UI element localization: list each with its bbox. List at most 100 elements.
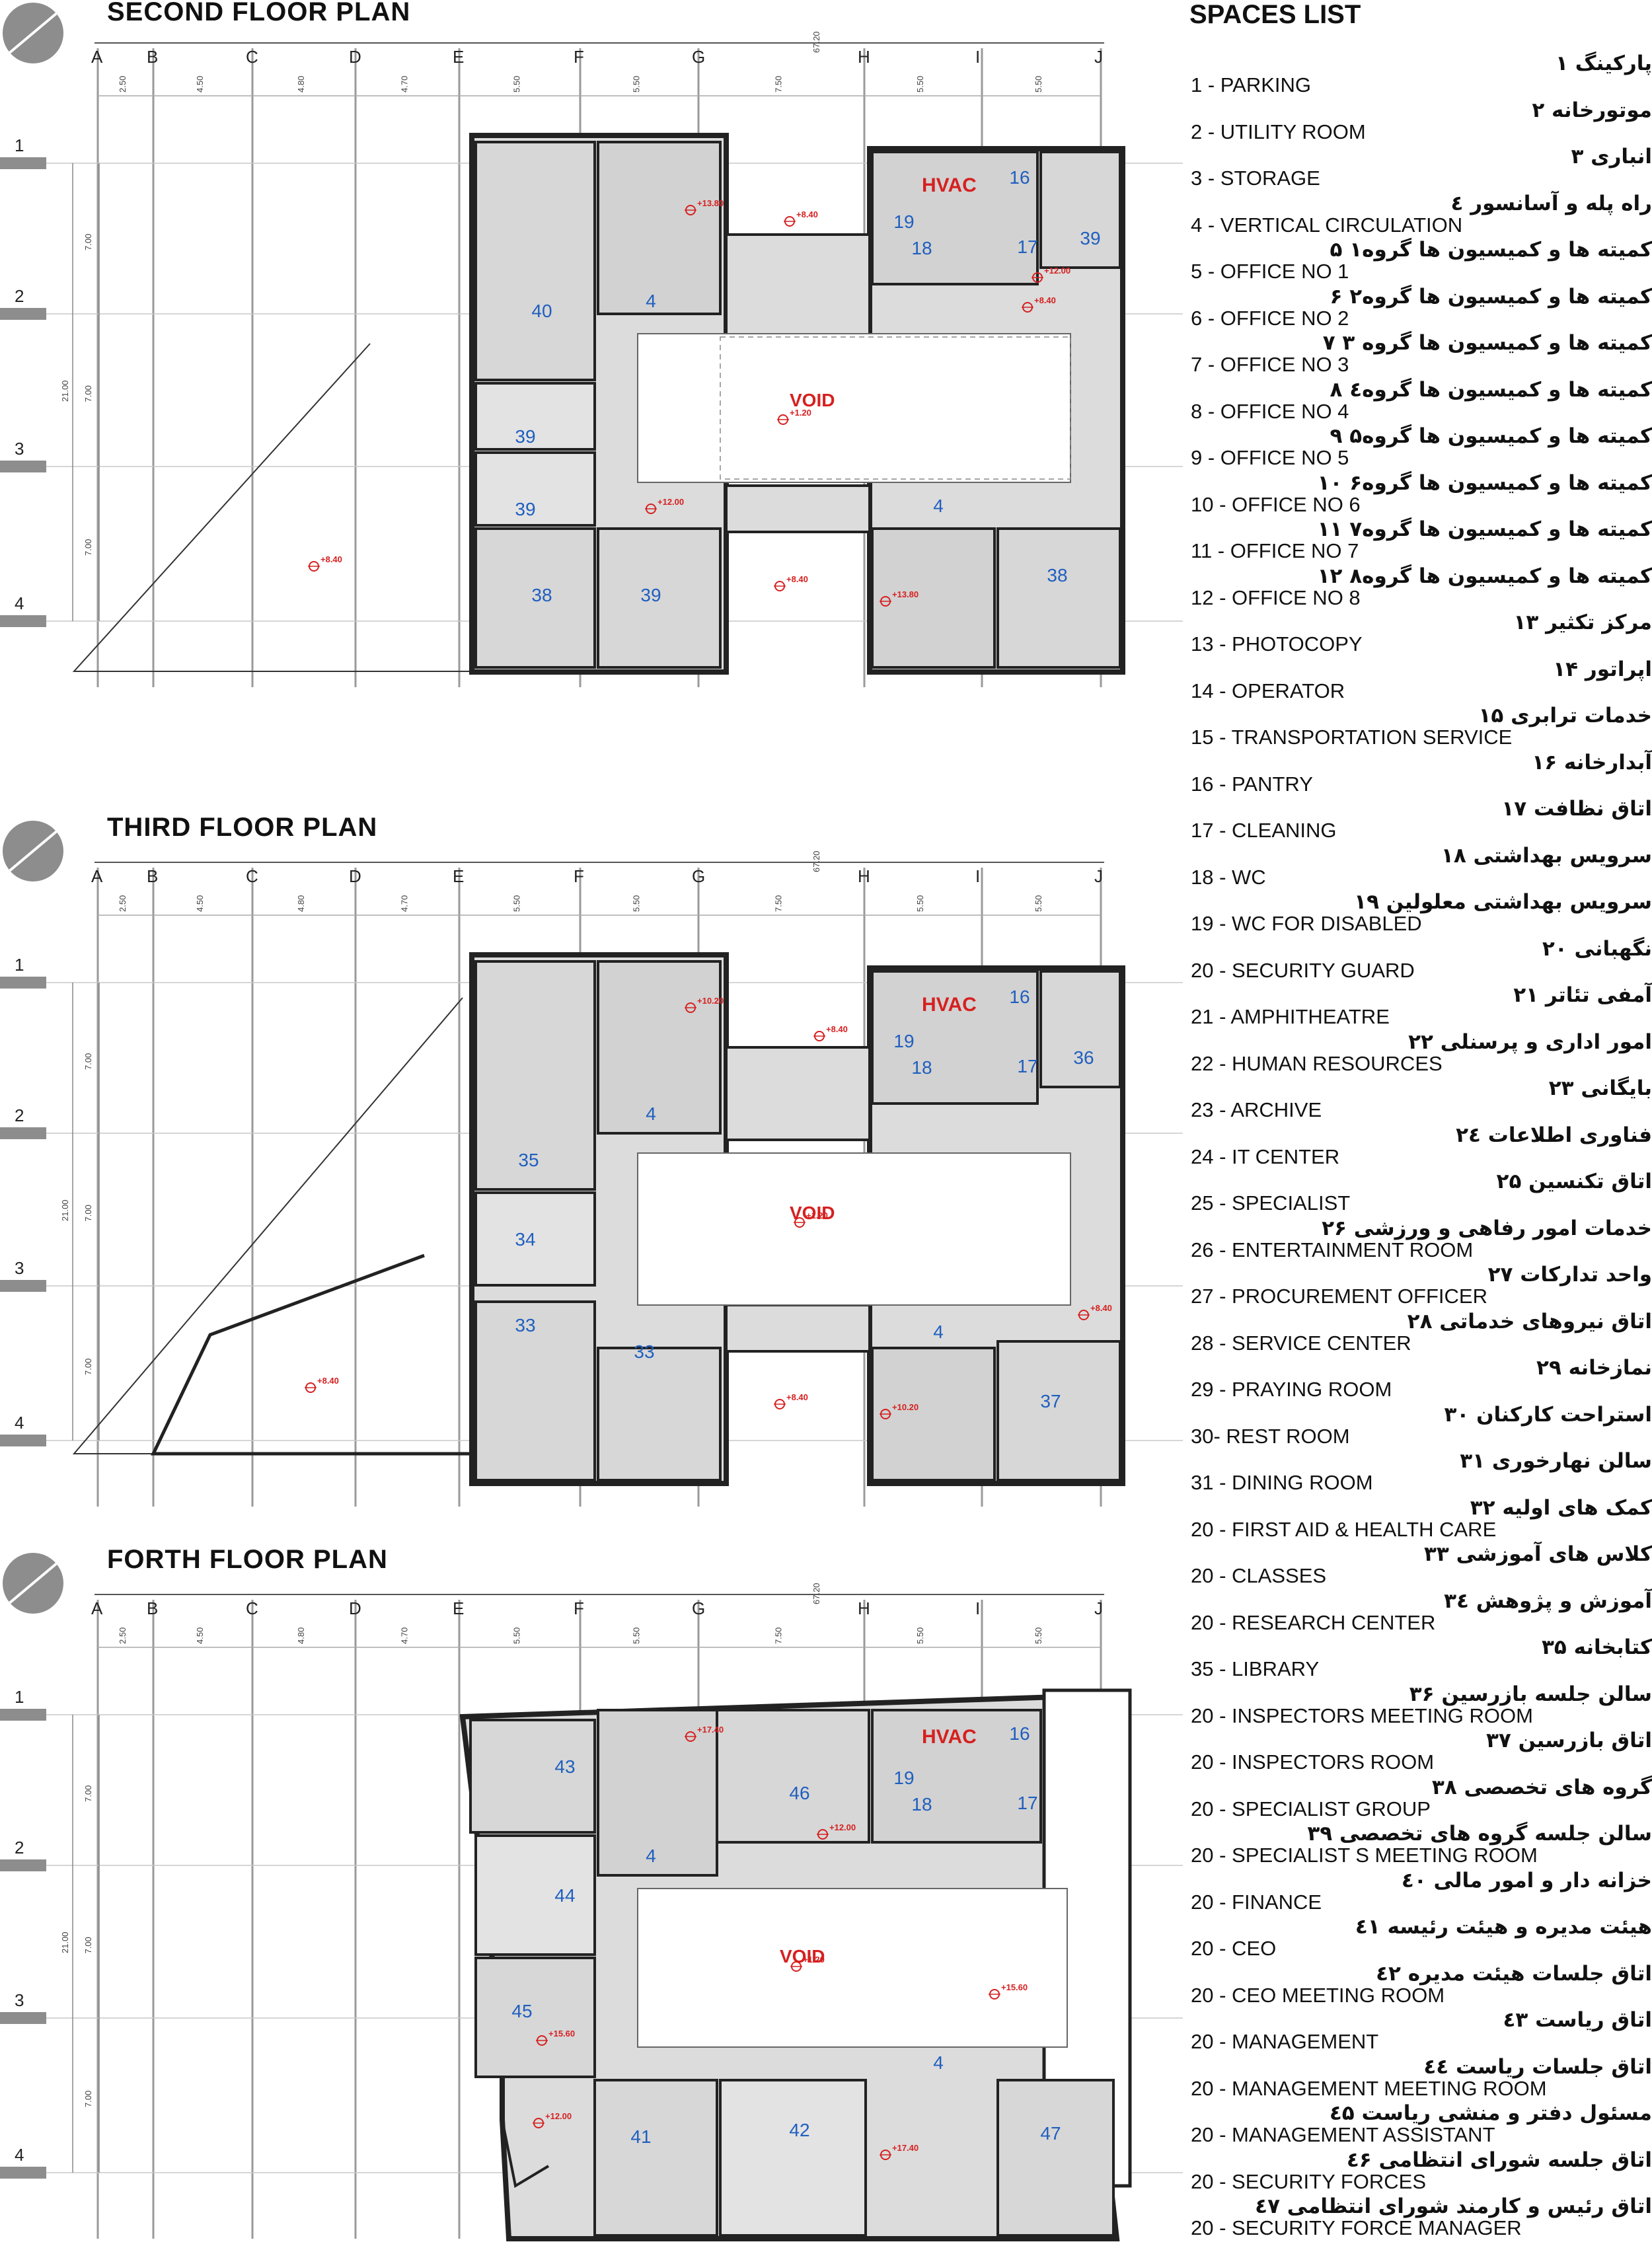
- space-item-en: 20 - SPECIALIST GROUP: [1191, 1797, 1431, 1820]
- space-item-fa: پارکینگ ۱: [1556, 52, 1652, 75]
- level-label: +13.80: [892, 589, 919, 599]
- grid-column-label: F: [574, 47, 584, 67]
- grid-row-label: 4: [15, 2145, 24, 2165]
- room-number: 19: [893, 1768, 914, 1788]
- space-item-fa: اتاق جلسه شورای انتظامی ٤۶: [1346, 2148, 1652, 2172]
- level-label: +8.40: [786, 1392, 808, 1402]
- room-number: 36: [1073, 1047, 1094, 1068]
- grid-row-marker: [0, 977, 46, 989]
- level-label: +17.40: [892, 2143, 919, 2153]
- space-item-en: 20 - CEO: [1191, 1937, 1277, 1960]
- space-item-en: 27 - PROCUREMENT OFFICER: [1191, 1285, 1487, 1308]
- space-item-fa: کمیته ها و کمیسیون ها گروه۱ ۵: [1330, 238, 1652, 262]
- space-item-fa: مسئول دفتر و منشی ریاست ٤۵: [1329, 2101, 1652, 2125]
- grid-column-label: C: [246, 1598, 258, 1618]
- grid-column-label: I: [975, 47, 980, 67]
- column-dimension: 7.50: [774, 76, 784, 93]
- space-item-fa: اتاق تکنسین ۲۵: [1496, 1170, 1652, 1193]
- level-label: +8.40: [1034, 295, 1056, 305]
- room-number: 33: [634, 1341, 654, 1362]
- level-label: +1.20: [790, 408, 811, 418]
- column-dimension: 4.70: [400, 1628, 410, 1644]
- partitions: [474, 960, 1121, 1481]
- space-item-en: 8 - OFFICE NO 4: [1191, 399, 1349, 423]
- total-height-dimension: 21.00: [60, 380, 70, 402]
- room-number: 44: [554, 1885, 575, 1906]
- room-number: 18: [911, 1794, 932, 1815]
- room-number: 4: [646, 1846, 656, 1866]
- space-item-en: 7 - OFFICE NO 3: [1191, 353, 1349, 376]
- room-number: 39: [640, 585, 661, 605]
- void-area: [637, 333, 1071, 483]
- space-item-fa: کمیته ها و کمیسیون ها گروه٤ ۸: [1330, 377, 1652, 402]
- room-number: 41: [630, 2126, 651, 2147]
- grid-row-label: 3: [15, 439, 24, 459]
- grid-column-label: D: [349, 47, 361, 67]
- space-item-en: 15 - TRANSPORTATION SERVICE: [1191, 726, 1513, 749]
- grid-column-label: D: [349, 1598, 361, 1618]
- column-dimension: 2.50: [118, 895, 128, 912]
- level-label: +1.20: [806, 1211, 828, 1220]
- space-item-en: 22 - HUMAN RESOURCES: [1191, 1051, 1443, 1075]
- room-number: 43: [554, 1756, 575, 1777]
- space-item-fa: اتاق بازرسین ۳۷: [1485, 1729, 1652, 1752]
- space-item-en: 20 - MANAGEMENT ASSISTANT: [1191, 2123, 1495, 2146]
- space-item-en: 20 - SECURITY GUARD: [1191, 958, 1415, 982]
- column-dimension: 5.50: [632, 895, 642, 912]
- column-dimension: 5.50: [632, 76, 642, 93]
- space-item-en: 20 - INSPECTORS MEETING ROOM: [1191, 1703, 1533, 1727]
- column-dimension: 5.50: [915, 1628, 925, 1644]
- room-number: 4: [933, 2052, 944, 2073]
- space-item-fa: کمیته ها و کمیسیون ها گروه۸ ۱۲: [1317, 564, 1652, 588]
- level-label: +12.00: [829, 1822, 856, 1832]
- space-item-fa: اتاق جلسات ریاست ٤٤: [1423, 2054, 1652, 2079]
- space-item-fa: اپراتور ۱۴: [1553, 657, 1652, 681]
- level-label: +15.60: [1001, 1982, 1028, 1992]
- space-item-en: 5 - OFFICE NO 1: [1191, 260, 1349, 283]
- column-dimension: 5.50: [1033, 1628, 1043, 1644]
- space-item-fa: اتاق رئیس و کارمند شورای انتظامی ٤۷: [1255, 2194, 1652, 2218]
- void-label: VOID: [790, 1203, 835, 1223]
- column-dimension: 5.50: [915, 76, 925, 93]
- space-item-fa: سالن جلسه گروه های تخصصی ۳۹: [1307, 1822, 1652, 1846]
- grid-column-label: G: [692, 1598, 705, 1618]
- space-item-en: 18 - WC: [1191, 865, 1266, 889]
- space-item-fa: انباری ۳: [1571, 145, 1652, 168]
- space-item-en: 20 - RESEARCH CENTER: [1191, 1610, 1436, 1634]
- space-item-en: 20 - SECURITY FORCE MANAGER: [1191, 2216, 1522, 2239]
- room-number: 4: [646, 1104, 656, 1124]
- space-item-fa: بایگانی ۲۳: [1548, 1076, 1652, 1100]
- grid-column-label: A: [91, 866, 103, 886]
- column-dimension: 4.80: [296, 1628, 306, 1644]
- level-label: +10.20: [697, 996, 724, 1006]
- grid-column-label: F: [574, 1598, 584, 1618]
- grid-row-label: 2: [15, 1105, 24, 1125]
- space-item-en: 11 - OFFICE NO 7: [1191, 539, 1359, 562]
- grid-column-label: B: [147, 1598, 158, 1618]
- space-item-en: 23 - ARCHIVE: [1191, 1098, 1322, 1121]
- grid-row-marker: [0, 1127, 46, 1139]
- grid-row-label: 4: [15, 593, 24, 613]
- grid-column-label: J: [1094, 47, 1103, 67]
- room-number: 18: [911, 238, 932, 258]
- space-item-en: 20 - SECURITY FORCES: [1191, 2169, 1427, 2193]
- grid-row-marker: [0, 615, 46, 627]
- space-item-en: 29 - PRAYING ROOM: [1191, 1378, 1392, 1401]
- grid-column-label: G: [692, 47, 705, 67]
- column-dimension: 5.50: [632, 1628, 642, 1644]
- space-item-fa: گروه های تخصصی ۳۸: [1431, 1775, 1652, 1799]
- grid-column-label: J: [1094, 1598, 1103, 1618]
- grid-column-label: C: [246, 47, 258, 67]
- grid-column-label: A: [91, 47, 103, 67]
- grid-row-marker: [0, 308, 46, 320]
- space-item-fa: اتاق جلسات هیئت مدیره ٤۲: [1376, 1961, 1652, 1986]
- grid-column-label: J: [1094, 866, 1103, 886]
- level-label: +8.40: [317, 1376, 339, 1386]
- space-item-fa: سالن نهارخوری ۳۱: [1460, 1449, 1652, 1473]
- column-dimension: 4.50: [195, 1628, 205, 1644]
- partitions: [474, 141, 1121, 669]
- void-area: [637, 1888, 1068, 2048]
- room-number: 38: [1047, 565, 1067, 585]
